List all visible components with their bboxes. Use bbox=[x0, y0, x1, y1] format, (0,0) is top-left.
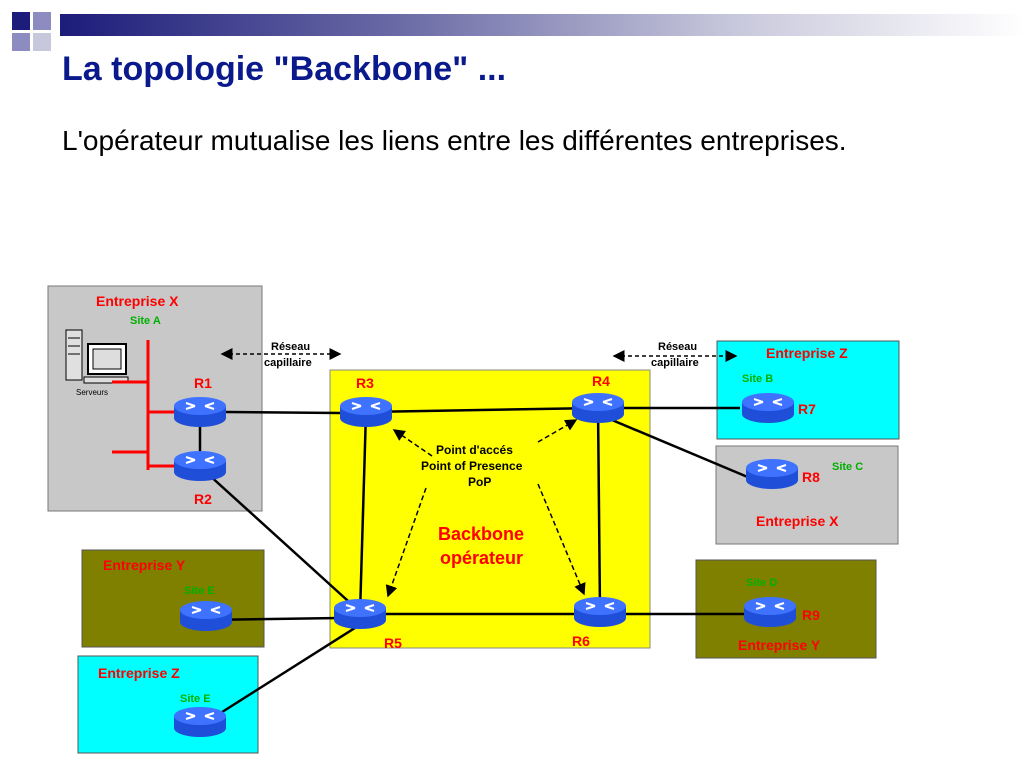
access-network-left-line1: Réseau bbox=[271, 341, 310, 353]
router-r2-icon bbox=[173, 450, 227, 482]
pop-label-line2: Point of Presence bbox=[421, 459, 523, 473]
router-site-e-y-icon bbox=[179, 600, 233, 632]
router-r1-icon bbox=[173, 396, 227, 428]
backbone-topology-diagram: Serveurs Réseau capillaire Réseau capill… bbox=[47, 285, 900, 754]
corner-square-4 bbox=[33, 33, 51, 51]
router-r1-label: R1 bbox=[194, 375, 212, 391]
router-r7-icon bbox=[741, 392, 795, 424]
router-r5-icon bbox=[333, 598, 387, 630]
router-r2-label: R2 bbox=[194, 491, 212, 507]
title-bar-gradient bbox=[60, 14, 1024, 36]
slide-title: La topologie "Backbone" ... bbox=[62, 50, 507, 88]
site-box-enterprise-z-e bbox=[77, 655, 259, 754]
backbone-label-line2: opérateur bbox=[440, 548, 523, 568]
site-box-enterprise-x-a bbox=[47, 285, 263, 512]
site-box-enterprise-x-c bbox=[715, 445, 899, 545]
slide-subtitle: L'opérateur mutualise les liens entre le… bbox=[62, 125, 847, 156]
router-r7-label: R7 bbox=[798, 401, 816, 417]
backbone-label-line1: Backbone bbox=[438, 524, 524, 544]
site-box-enterprise-y-e bbox=[81, 549, 265, 648]
pop-label-line3: PoP bbox=[468, 475, 491, 489]
router-r8-icon bbox=[745, 458, 799, 490]
enterprise-y-e-label: Entreprise Y bbox=[103, 557, 186, 573]
servers-label: Serveurs bbox=[76, 388, 108, 397]
pop-label-line1: Point d'accés bbox=[436, 443, 513, 457]
enterprise-z-b-label: Entreprise Z bbox=[766, 345, 848, 361]
enterprise-x-a-label: Entreprise X bbox=[96, 293, 179, 309]
pop-arrows bbox=[385, 419, 586, 598]
router-r6-label: R6 bbox=[572, 633, 590, 649]
router-r9-icon bbox=[743, 596, 797, 628]
access-network-left-line2: capillaire bbox=[264, 357, 312, 369]
enterprise-z-e-label: Entreprise Z bbox=[98, 665, 180, 681]
site-c-label: Site C bbox=[832, 461, 863, 473]
site-e-y-label: Site E bbox=[184, 585, 215, 597]
site-e-z-label: Site E bbox=[180, 693, 211, 705]
site-box-enterprise-z-b bbox=[716, 340, 900, 440]
site-b-label: Site B bbox=[742, 373, 773, 385]
router-site-e-z-icon bbox=[173, 706, 227, 738]
router-r4-icon bbox=[571, 392, 625, 424]
access-network-right-line2: capillaire bbox=[651, 357, 699, 369]
router-r3-icon bbox=[339, 396, 393, 428]
corner-square-1 bbox=[12, 12, 30, 30]
corner-square-3 bbox=[12, 33, 30, 51]
router-r8-label: R8 bbox=[802, 469, 820, 485]
corner-square-2 bbox=[33, 12, 51, 30]
router-r5-label: R5 bbox=[384, 635, 402, 651]
site-a-label: Site A bbox=[130, 315, 161, 327]
enterprise-y-d-label: Entreprise Y bbox=[738, 637, 821, 653]
router-r4-label: R4 bbox=[592, 373, 610, 389]
server-icon bbox=[65, 329, 129, 384]
router-r9-label: R9 bbox=[802, 607, 820, 623]
enterprise-x-c-label: Entreprise X bbox=[756, 513, 839, 529]
access-network-right-line1: Réseau bbox=[658, 341, 697, 353]
router-r6-icon bbox=[573, 596, 627, 628]
site-d-label: Site D bbox=[746, 577, 777, 589]
router-r3-label: R3 bbox=[356, 375, 374, 391]
